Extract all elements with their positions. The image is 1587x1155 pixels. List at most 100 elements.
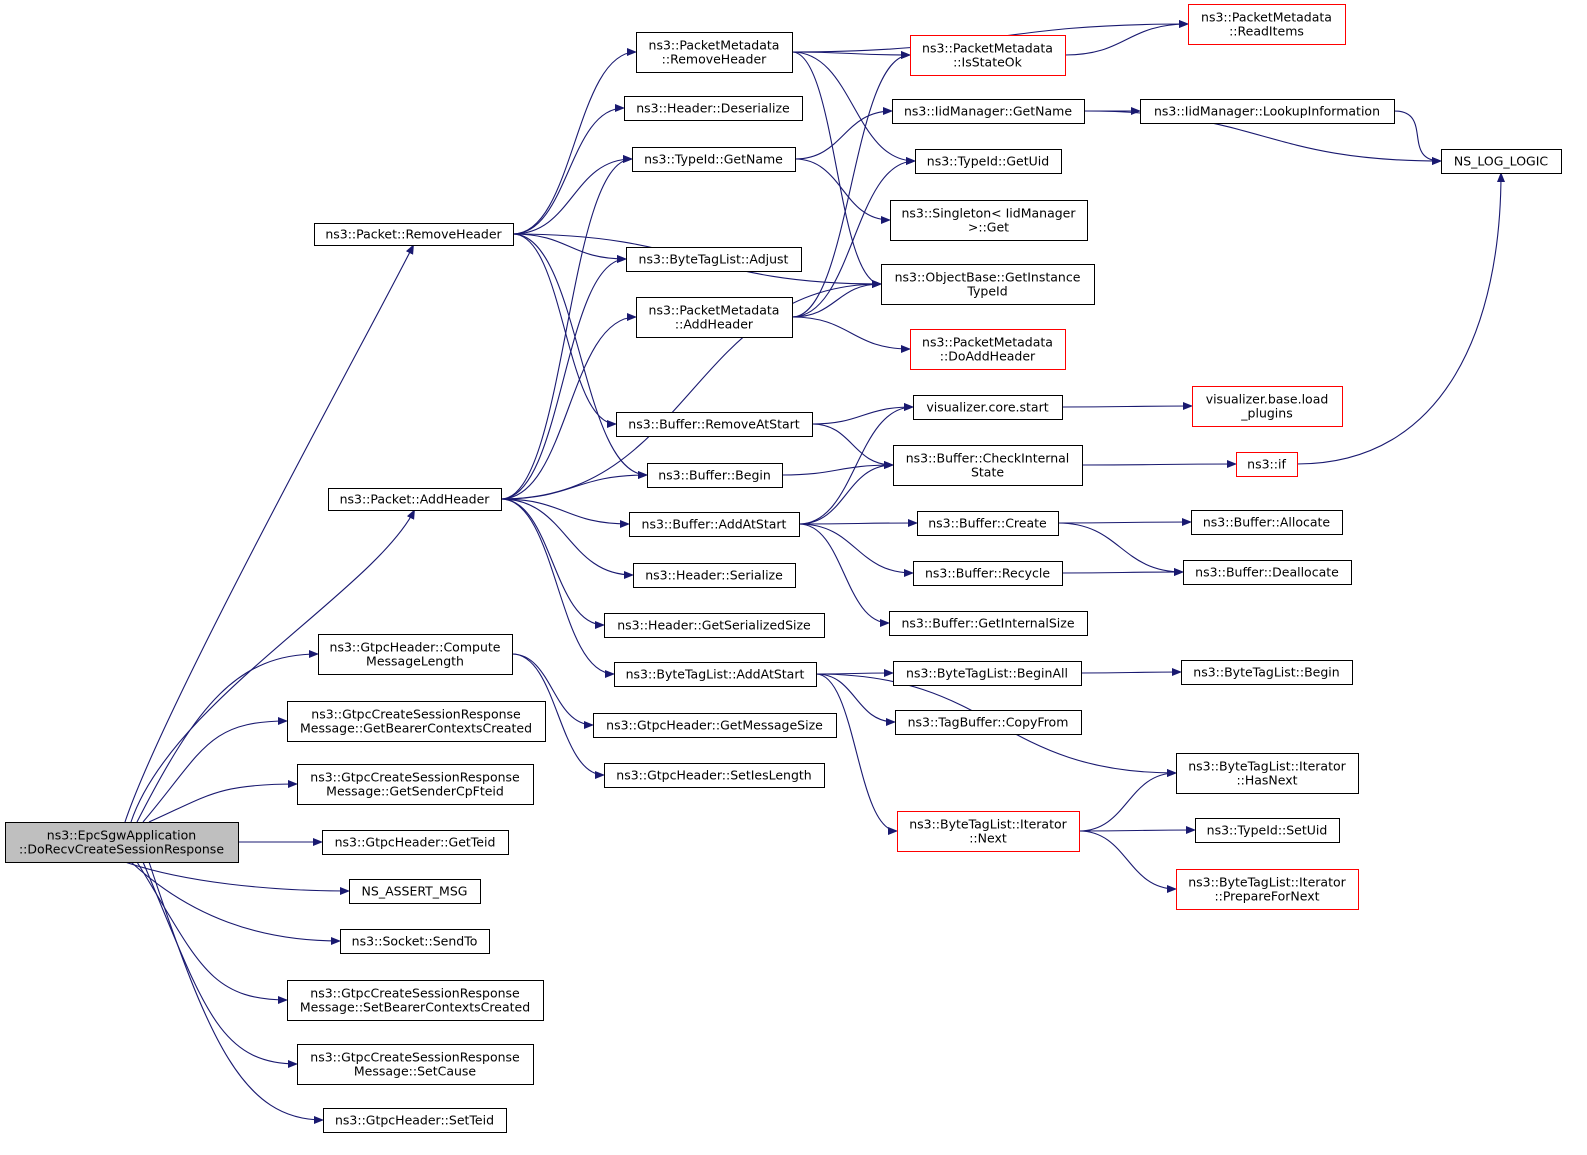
node-assert_msg[interactable]: NS_ASSERT_MSG xyxy=(349,879,481,904)
node-buf_begin[interactable]: ns3::Buffer::Begin xyxy=(647,463,783,488)
node-hdr_deser[interactable]: ns3::Header::Deserialize xyxy=(624,96,803,121)
node-pm_doadd[interactable]: ns3::PacketMetadata::DoAddHeader xyxy=(910,329,1066,370)
node-sendto[interactable]: ns3::Socket::SendTo xyxy=(340,929,490,954)
node-btl_iter_hasnext[interactable]: ns3::ByteTagList::Iterator::HasNext xyxy=(1176,753,1359,794)
node-pm_remove[interactable]: ns3::PacketMetadata::RemoveHeader xyxy=(636,32,793,73)
node-box xyxy=(349,879,481,904)
node-typeid_getname[interactable]: ns3::TypeId::GetName xyxy=(632,147,796,172)
node-box xyxy=(632,147,796,172)
node-typeid_getuid[interactable]: ns3::TypeId::GetUid xyxy=(915,149,1062,174)
node-label: ::Next xyxy=(969,831,1007,846)
edge-pkt_remove-to-btl_adjust xyxy=(512,233,627,263)
node-set_bearer[interactable]: ns3::GtpcCreateSessionResponseMessage::S… xyxy=(287,980,544,1021)
node-label: ns3::ByteTagList::BeginAll xyxy=(906,666,1068,681)
edge-pkt_add-to-objbase_gettype xyxy=(500,280,882,500)
node-label: ns3::GtpcHeader::SetIesLength xyxy=(616,768,811,783)
node-buf_removestart[interactable]: ns3::Buffer::RemoveAtStart xyxy=(616,412,813,437)
edge-pkt_remove-to-pm_remove xyxy=(512,48,637,235)
node-box xyxy=(915,149,1062,174)
edge-buf_addstart-to-buf_recycle xyxy=(798,523,914,577)
node-buf_getsize[interactable]: ns3::Buffer::GetInternalSize xyxy=(889,611,1088,636)
edge-buf_addstart-to-buf_checkstate xyxy=(798,461,894,525)
node-box xyxy=(616,412,813,437)
edge-pkt_add-to-hdr_ser xyxy=(500,498,634,579)
node-btl_beginall[interactable]: ns3::ByteTagList::BeginAll xyxy=(893,661,1082,686)
node-vis_base_load[interactable]: visualizer.base.load_plugins xyxy=(1192,386,1343,427)
edge-pkt_add-to-pm_add xyxy=(500,313,637,500)
node-label: ns3::Buffer::Deallocate xyxy=(1195,565,1339,580)
node-box xyxy=(297,764,534,805)
node-label: ::RemoveHeader xyxy=(662,52,768,67)
node-btl_iter_prep[interactable]: ns3::ByteTagList::Iterator::PrepareForNe… xyxy=(1176,869,1359,910)
node-typeid_setuid[interactable]: ns3::TypeId::SetUid xyxy=(1195,818,1340,843)
node-vis_core_start[interactable]: visualizer.core.start xyxy=(913,395,1063,420)
node-pkt_add[interactable]: ns3::Packet::AddHeader xyxy=(328,488,502,511)
node-gtpc_msgsize[interactable]: ns3::GtpcHeader::GetMessageSize xyxy=(593,713,837,738)
edge-buf_create-to-buf_allocate xyxy=(1057,518,1192,527)
node-set_teid[interactable]: ns3::GtpcHeader::SetTeid xyxy=(323,1108,507,1133)
node-label: ns3::TypeId::GetName xyxy=(644,152,783,167)
edge-pkt_remove-to-buf_begin xyxy=(512,233,648,479)
node-label: ns3::PacketMetadata xyxy=(649,303,780,318)
node-get_sender[interactable]: ns3::GtpcCreateSessionResponseMessage::G… xyxy=(297,764,534,805)
node-box xyxy=(322,830,509,855)
node-box xyxy=(913,395,1063,420)
node-label: ns3::Socket::SendTo xyxy=(352,934,478,949)
node-buf_create[interactable]: ns3::Buffer::Create xyxy=(917,511,1059,536)
node-pm_isstateok[interactable]: ns3::PacketMetadata::IsStateOk xyxy=(910,35,1066,76)
node-ns3_if[interactable]: ns3::if xyxy=(1236,452,1298,477)
node-box xyxy=(593,713,837,738)
node-singleton_get[interactable]: ns3::Singleton< IidManager>::Get xyxy=(890,200,1088,241)
node-label: ns3::ByteTagList::Adjust xyxy=(639,252,789,267)
edge-pkt_remove-to-typeid_getname xyxy=(512,155,633,235)
node-buf_allocate[interactable]: ns3::Buffer::Allocate xyxy=(1191,510,1343,535)
node-box xyxy=(1188,4,1346,45)
edge-pkt_add-to-btl_addstart xyxy=(500,498,615,678)
node-tagbuf_copy[interactable]: ns3::TagBuffer::CopyFrom xyxy=(895,710,1082,735)
node-iid_getname[interactable]: ns3::IidManager::GetName xyxy=(892,99,1085,124)
node-box xyxy=(636,32,793,73)
node-ns_log_logic[interactable]: NS_LOG_LOGIC xyxy=(1441,149,1562,174)
node-label: ns3::Header::Deserialize xyxy=(636,101,790,116)
node-box xyxy=(890,200,1088,241)
node-box xyxy=(881,264,1095,305)
node-label: ns3::Buffer::Create xyxy=(928,516,1047,531)
node-label: ::IsStateOk xyxy=(953,55,1023,70)
node-btl_adjust[interactable]: ns3::ByteTagList::Adjust xyxy=(626,247,802,272)
node-pkt_remove[interactable]: ns3::Packet::RemoveHeader xyxy=(314,223,514,246)
node-box xyxy=(893,445,1083,486)
node-label: Message::SetBearerContextsCreated xyxy=(300,1000,530,1015)
node-box xyxy=(604,613,825,638)
node-label: TypeId xyxy=(966,284,1007,299)
node-label: ns3::Buffer::Recycle xyxy=(925,566,1050,581)
node-get_bearer[interactable]: ns3::GtpcCreateSessionResponseMessage::G… xyxy=(287,701,546,742)
edge-pm_remove-to-objbase_gettype xyxy=(791,51,882,288)
node-pm_readitems[interactable]: ns3::PacketMetadata::ReadItems xyxy=(1188,4,1346,45)
node-btl_begin[interactable]: ns3::ByteTagList::Begin xyxy=(1181,660,1353,685)
node-buf_dealloc[interactable]: ns3::Buffer::Deallocate xyxy=(1183,560,1352,585)
node-set_cause[interactable]: ns3::GtpcCreateSessionResponseMessage::S… xyxy=(297,1044,534,1085)
node-pm_add[interactable]: ns3::PacketMetadata::AddHeader xyxy=(636,297,793,338)
node-label: ns3::ByteTagList::Iterator xyxy=(1188,759,1346,774)
node-box xyxy=(1236,452,1298,477)
node-label: ns3::Packet::RemoveHeader xyxy=(325,227,502,242)
edge-root-to-assert_msg xyxy=(124,861,350,895)
node-get_teid[interactable]: ns3::GtpcHeader::GetTeid xyxy=(322,830,509,855)
node-label: ns3::ByteTagList::Begin xyxy=(1193,665,1339,680)
node-label: ::HasNext xyxy=(1236,773,1297,788)
node-btl_iter_next[interactable]: ns3::ByteTagList::Iterator::Next xyxy=(897,811,1080,852)
node-root[interactable]: ns3::EpcSgwApplication::DoRecvCreateSess… xyxy=(5,822,239,863)
node-gtpc_setieslen[interactable]: ns3::GtpcHeader::SetIesLength xyxy=(604,763,825,788)
node-box xyxy=(889,611,1088,636)
node-iid_lookup[interactable]: ns3::IidManager::LookupInformation xyxy=(1140,99,1395,124)
node-hdr_ser[interactable]: ns3::Header::Serialize xyxy=(633,563,796,588)
node-btl_addstart[interactable]: ns3::ByteTagList::AddAtStart xyxy=(614,662,817,687)
node-hdr_size[interactable]: ns3::Header::GetSerializedSize xyxy=(604,613,825,638)
node-buf_addstart[interactable]: ns3::Buffer::AddAtStart xyxy=(629,512,800,537)
node-buf_recycle[interactable]: ns3::Buffer::Recycle xyxy=(913,561,1063,586)
edge-buf_removestart-to-vis_core_start xyxy=(811,403,914,425)
